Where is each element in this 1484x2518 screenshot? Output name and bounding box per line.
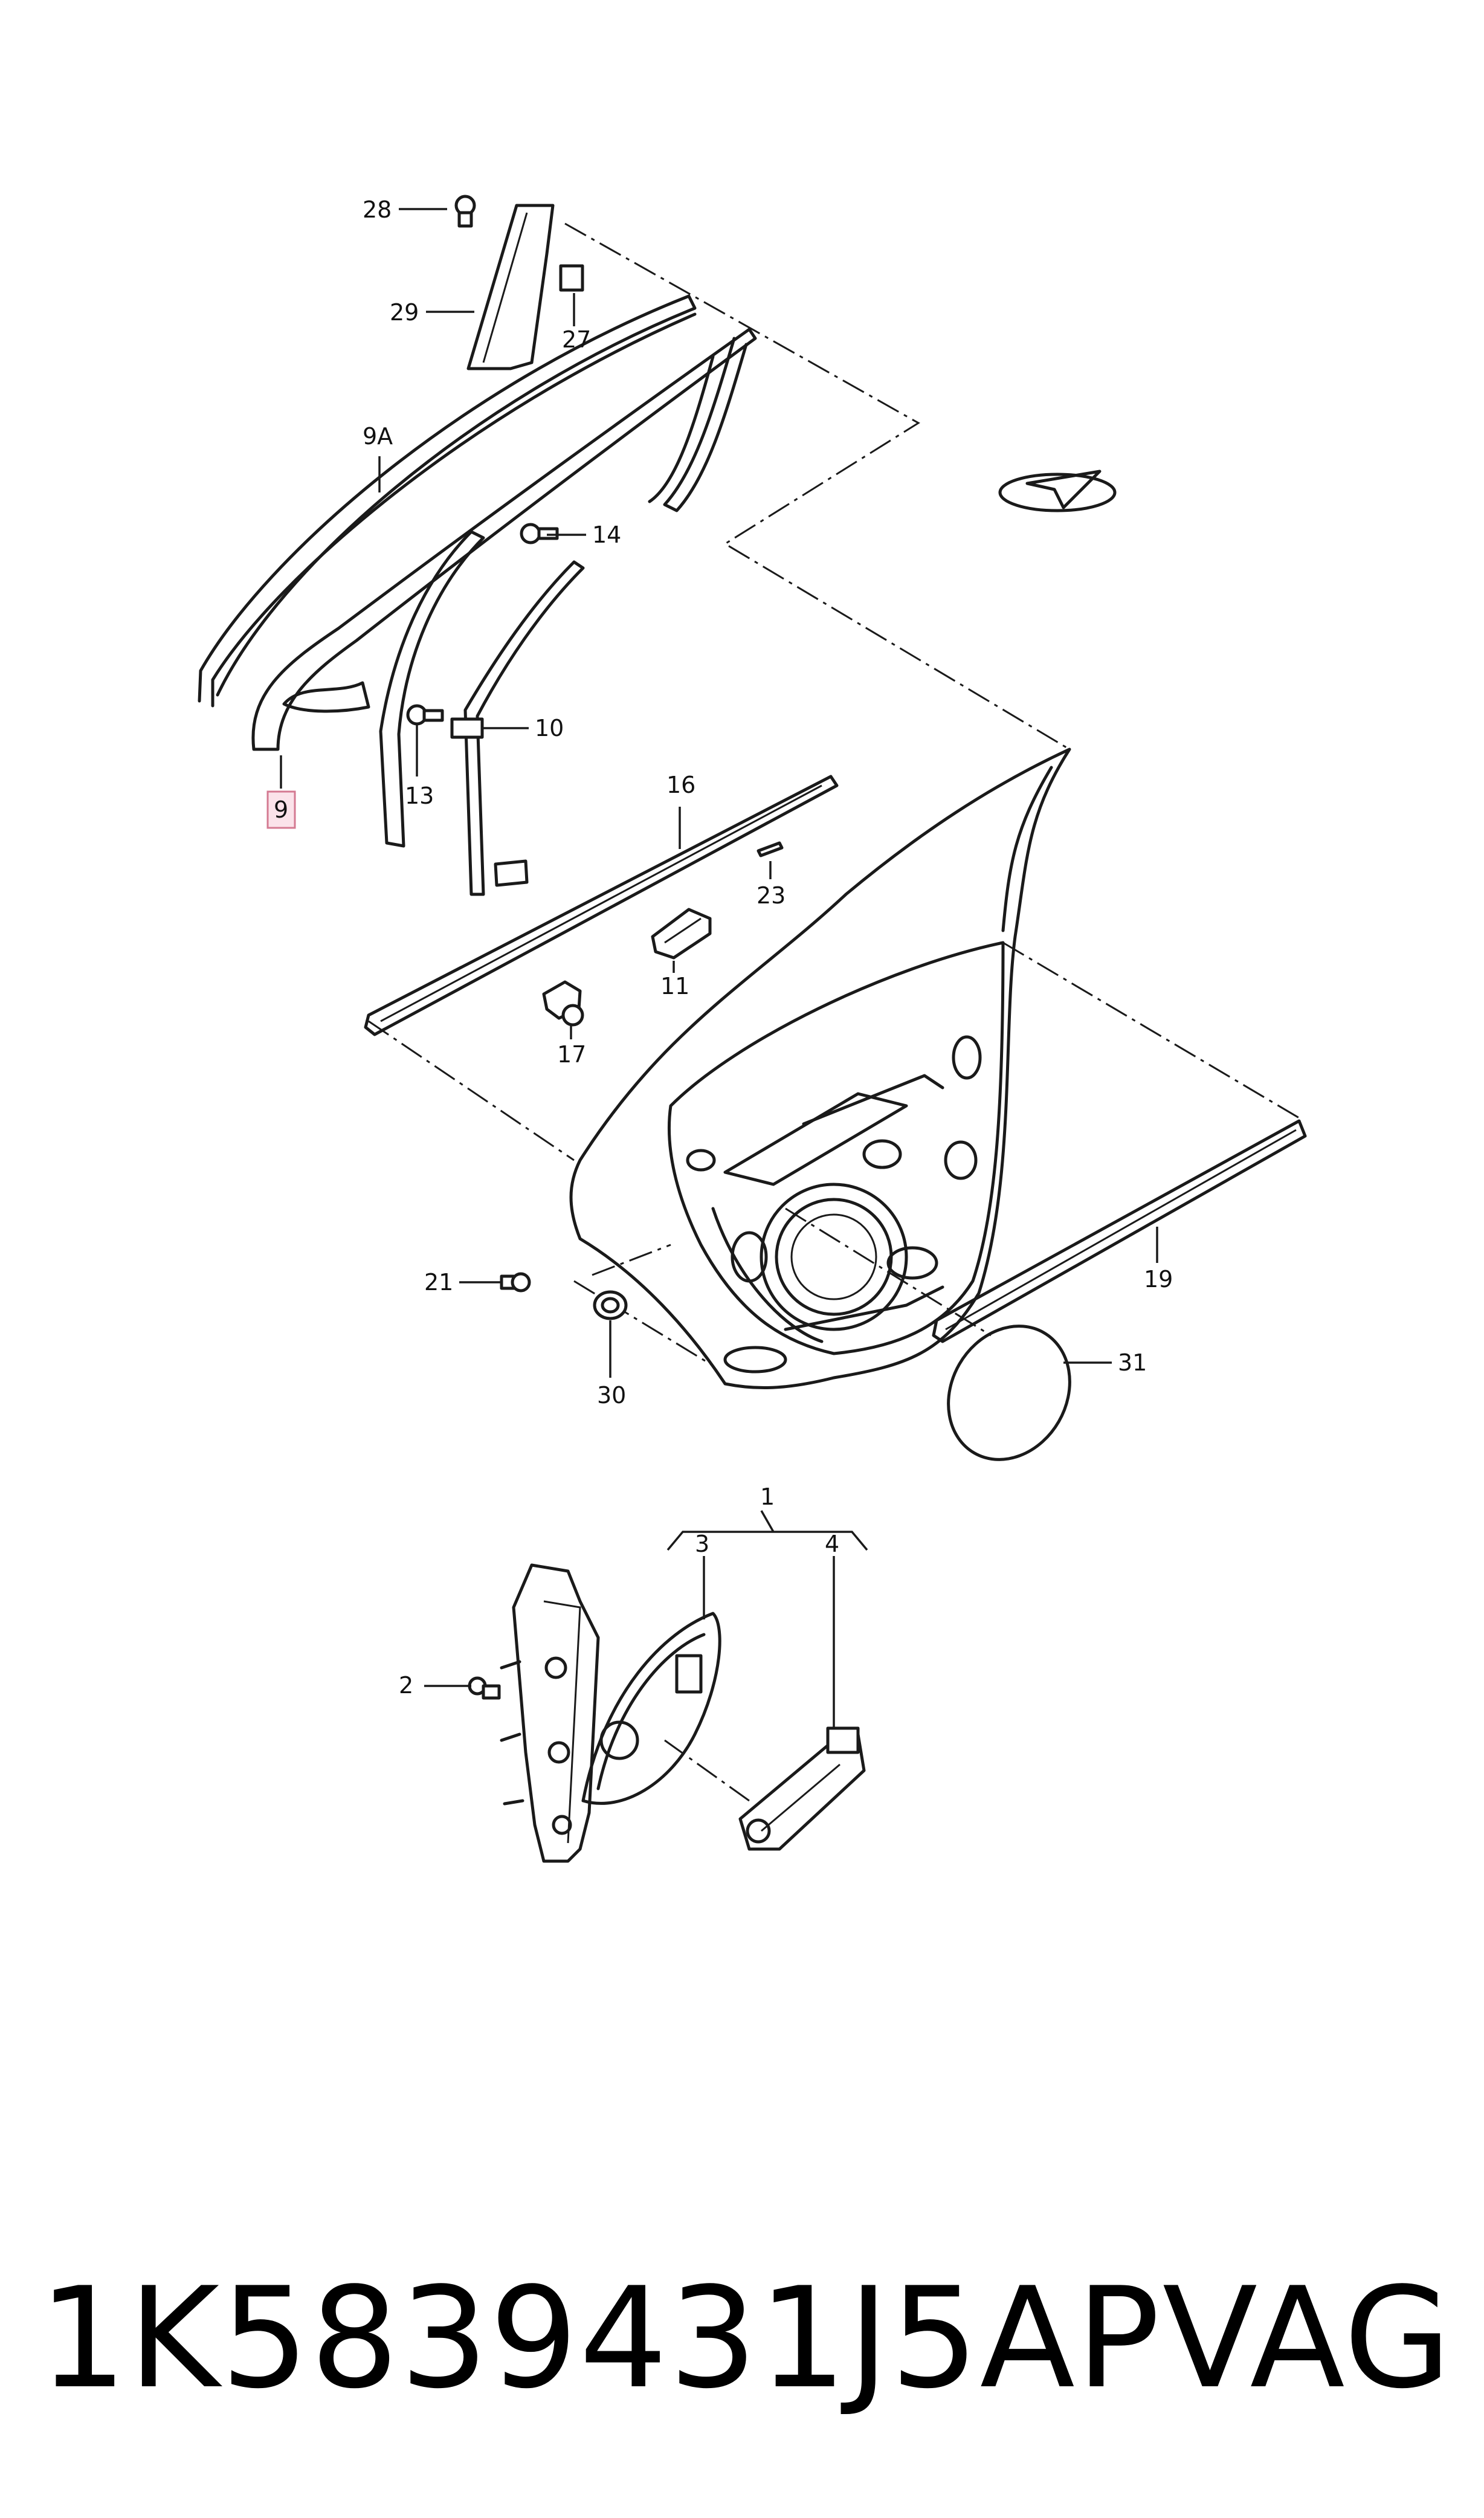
callout-2: 2 (399, 1672, 413, 1699)
callout-23: 23 (757, 882, 786, 909)
window-seal-9 (251, 328, 757, 751)
callout-21: 21 (424, 1269, 453, 1296)
window-channel-9A (198, 294, 697, 703)
callout-14: 14 (592, 521, 621, 548)
callout-1: 1 (760, 1483, 775, 1510)
pillar-trim-29 (466, 204, 555, 370)
screw-21 (500, 1272, 531, 1293)
leader-lines (280, 208, 1158, 1728)
brand-label: VAG (1162, 2258, 1453, 2420)
clip-23 (757, 841, 784, 857)
callout-13: 13 (405, 783, 434, 809)
bracket-11 (651, 908, 712, 960)
guide-rail-10 (463, 560, 585, 896)
part-number: 1K5839431J5AP (39, 2258, 1161, 2420)
callout-10: 10 (535, 715, 564, 741)
callout-28: 28 (363, 196, 392, 223)
callout-3: 3 (695, 1531, 709, 1557)
clip-27 (559, 264, 584, 292)
motor-4 (738, 1726, 866, 1851)
seal-31 (947, 1325, 1071, 1461)
callout-11: 11 (660, 973, 689, 999)
logo-icon (998, 470, 1117, 512)
cable-drum-3 (581, 1612, 721, 1805)
guide-channel (379, 530, 485, 848)
window-sill-strip-16 (364, 775, 839, 1036)
part-number-footer: 1K5839431J5AP VAG (39, 2239, 1453, 2438)
callout-9A: 9A (363, 423, 393, 450)
screw-13 (406, 704, 444, 726)
callout-19: 19 (1144, 1266, 1173, 1293)
door-panel (569, 747, 1071, 1390)
callout-4: 4 (825, 1531, 839, 1557)
screw-14 (520, 523, 559, 544)
callout-29: 29 (390, 299, 419, 326)
callouts: 28 29 27 9A 14 10 13 9 16 23 11 17 19 21… (266, 196, 1173, 1699)
callout-9-highlight (266, 790, 296, 829)
callout-31: 31 (1118, 1349, 1147, 1376)
screw-28 (454, 195, 476, 228)
callout-17: 17 (557, 1041, 586, 1068)
window-regulator (500, 1563, 600, 1863)
clip-17 (542, 980, 584, 1027)
grommet-30 (593, 1290, 628, 1320)
door-strip-19 (932, 1119, 1307, 1343)
callout-16: 16 (666, 772, 695, 798)
callout-30: 30 (597, 1382, 626, 1409)
callout-27: 27 (562, 326, 591, 353)
screw-2 (468, 1676, 501, 1700)
callout-9: 9 (274, 796, 288, 823)
